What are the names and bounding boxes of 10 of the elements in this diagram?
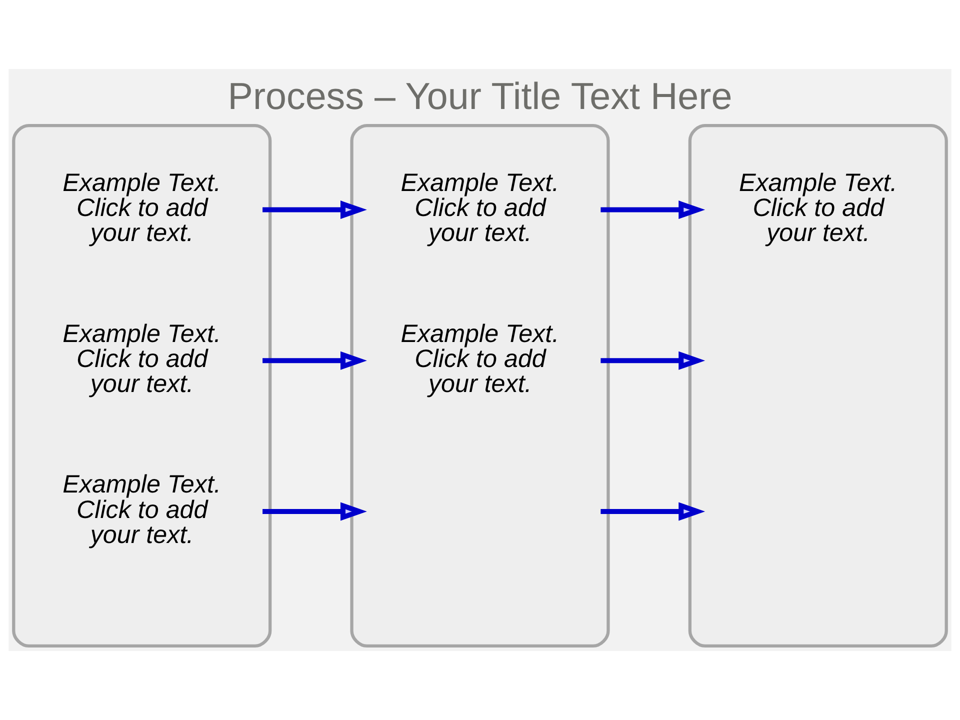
node-box: Example Text. Click to add your text. Example Text. Click to add your text. Example Text. Click to add your text. bbox=[12, 124, 272, 648]
arrow bbox=[262, 200, 367, 220]
node-box: Example Text. Click to add your text. bbox=[688, 124, 948, 648]
arrow bbox=[600, 351, 706, 370]
node-box: Example Text. Click to add your text. Example Text. Click to add your text. bbox=[350, 124, 610, 648]
arrow bbox=[600, 200, 706, 220]
arrow bbox=[262, 502, 367, 521]
diagram-title: Process – Your Title Text Here bbox=[228, 75, 732, 118]
arrow bbox=[600, 502, 706, 521]
arrow bbox=[262, 351, 367, 370]
